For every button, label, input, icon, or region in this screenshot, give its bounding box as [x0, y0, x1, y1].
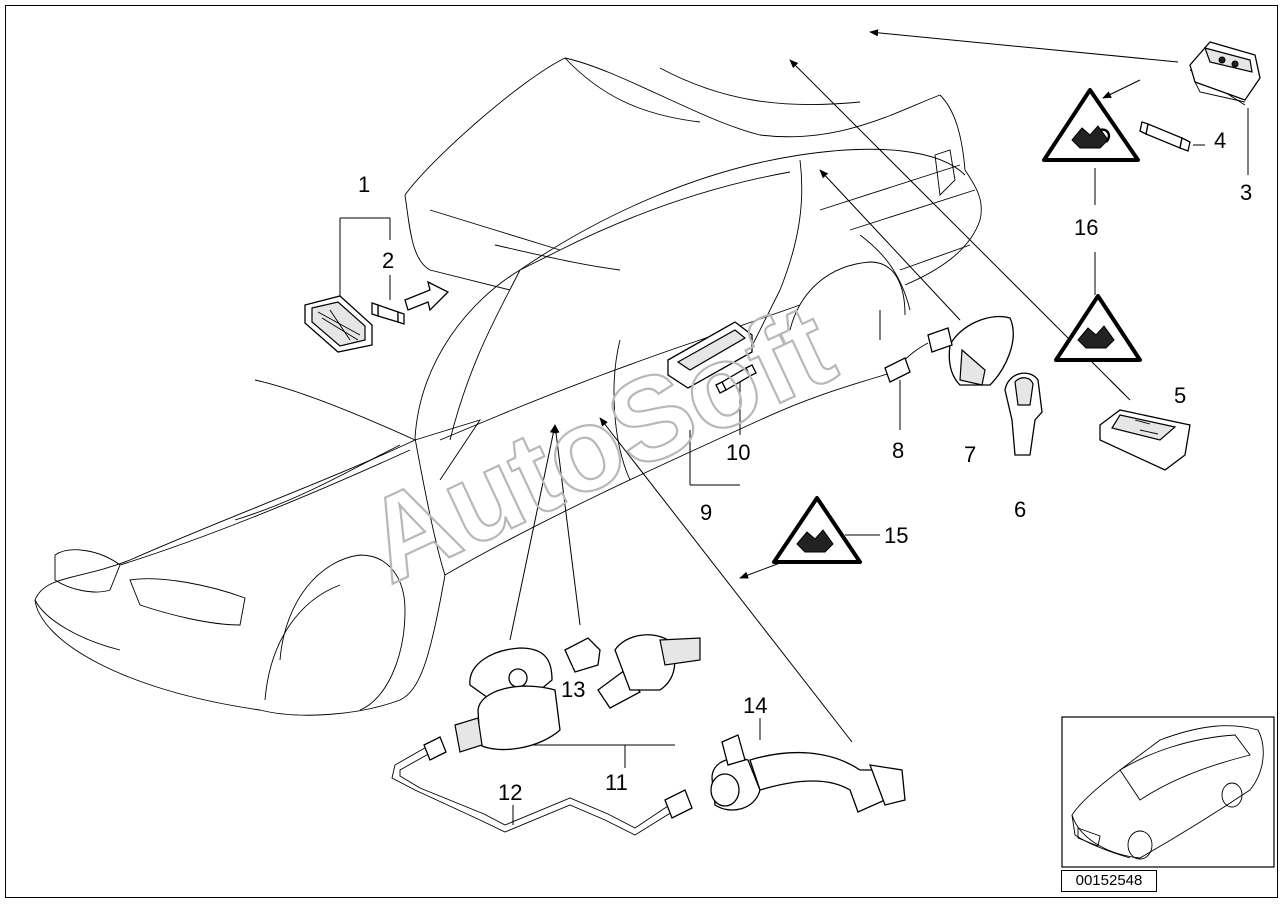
part-11-socket-housing	[454, 647, 561, 753]
thumbnail-inset	[1061, 716, 1275, 868]
car-outline	[34, 57, 982, 716]
part-12-cable	[391, 736, 693, 836]
part-6-knob	[1004, 372, 1043, 456]
diagram-id-label: 00152548	[1061, 870, 1157, 892]
callout-9: 9	[700, 500, 712, 525]
part-4-bulb	[1139, 121, 1205, 152]
warning-triangle-hand-icon	[1054, 294, 1142, 362]
part-8-switch	[884, 327, 953, 383]
callout-2: 2	[382, 248, 394, 273]
part-3-lamp-housing	[1189, 41, 1261, 103]
callout-8: 8	[892, 438, 904, 463]
part-14-bracket	[710, 734, 906, 813]
callout-6: 6	[1014, 497, 1026, 522]
callout-14: 14	[743, 693, 767, 718]
warning-triangle-hand-icon	[772, 496, 862, 564]
callout-7: 7	[964, 442, 976, 467]
warning-triangle-hand-icon	[1042, 88, 1140, 162]
part-2-bulb	[371, 280, 450, 325]
part-5-lamp	[1099, 409, 1191, 471]
part-10-bulb	[715, 364, 757, 394]
callout-11: 11	[605, 770, 628, 795]
callout-3: 3	[1240, 180, 1252, 205]
callout-1: 1	[358, 172, 370, 197]
callout-16: 16	[1074, 215, 1098, 240]
callout-15: 15	[884, 523, 908, 548]
callout-labels: 1 2 3 4 5 6 7 8 9 10 11 12 13 14 15 16	[358, 128, 1252, 805]
part-7-cover	[948, 316, 1014, 386]
part-9-door-lamp	[667, 321, 753, 389]
callout-5: 5	[1174, 383, 1186, 408]
part-13-bulb-socket	[564, 634, 701, 709]
callout-13: 13	[561, 677, 585, 702]
callout-12: 12	[498, 780, 522, 805]
part-1-interior-lamp	[304, 295, 373, 353]
callout-4: 4	[1214, 128, 1226, 153]
callout-10: 10	[726, 440, 750, 465]
